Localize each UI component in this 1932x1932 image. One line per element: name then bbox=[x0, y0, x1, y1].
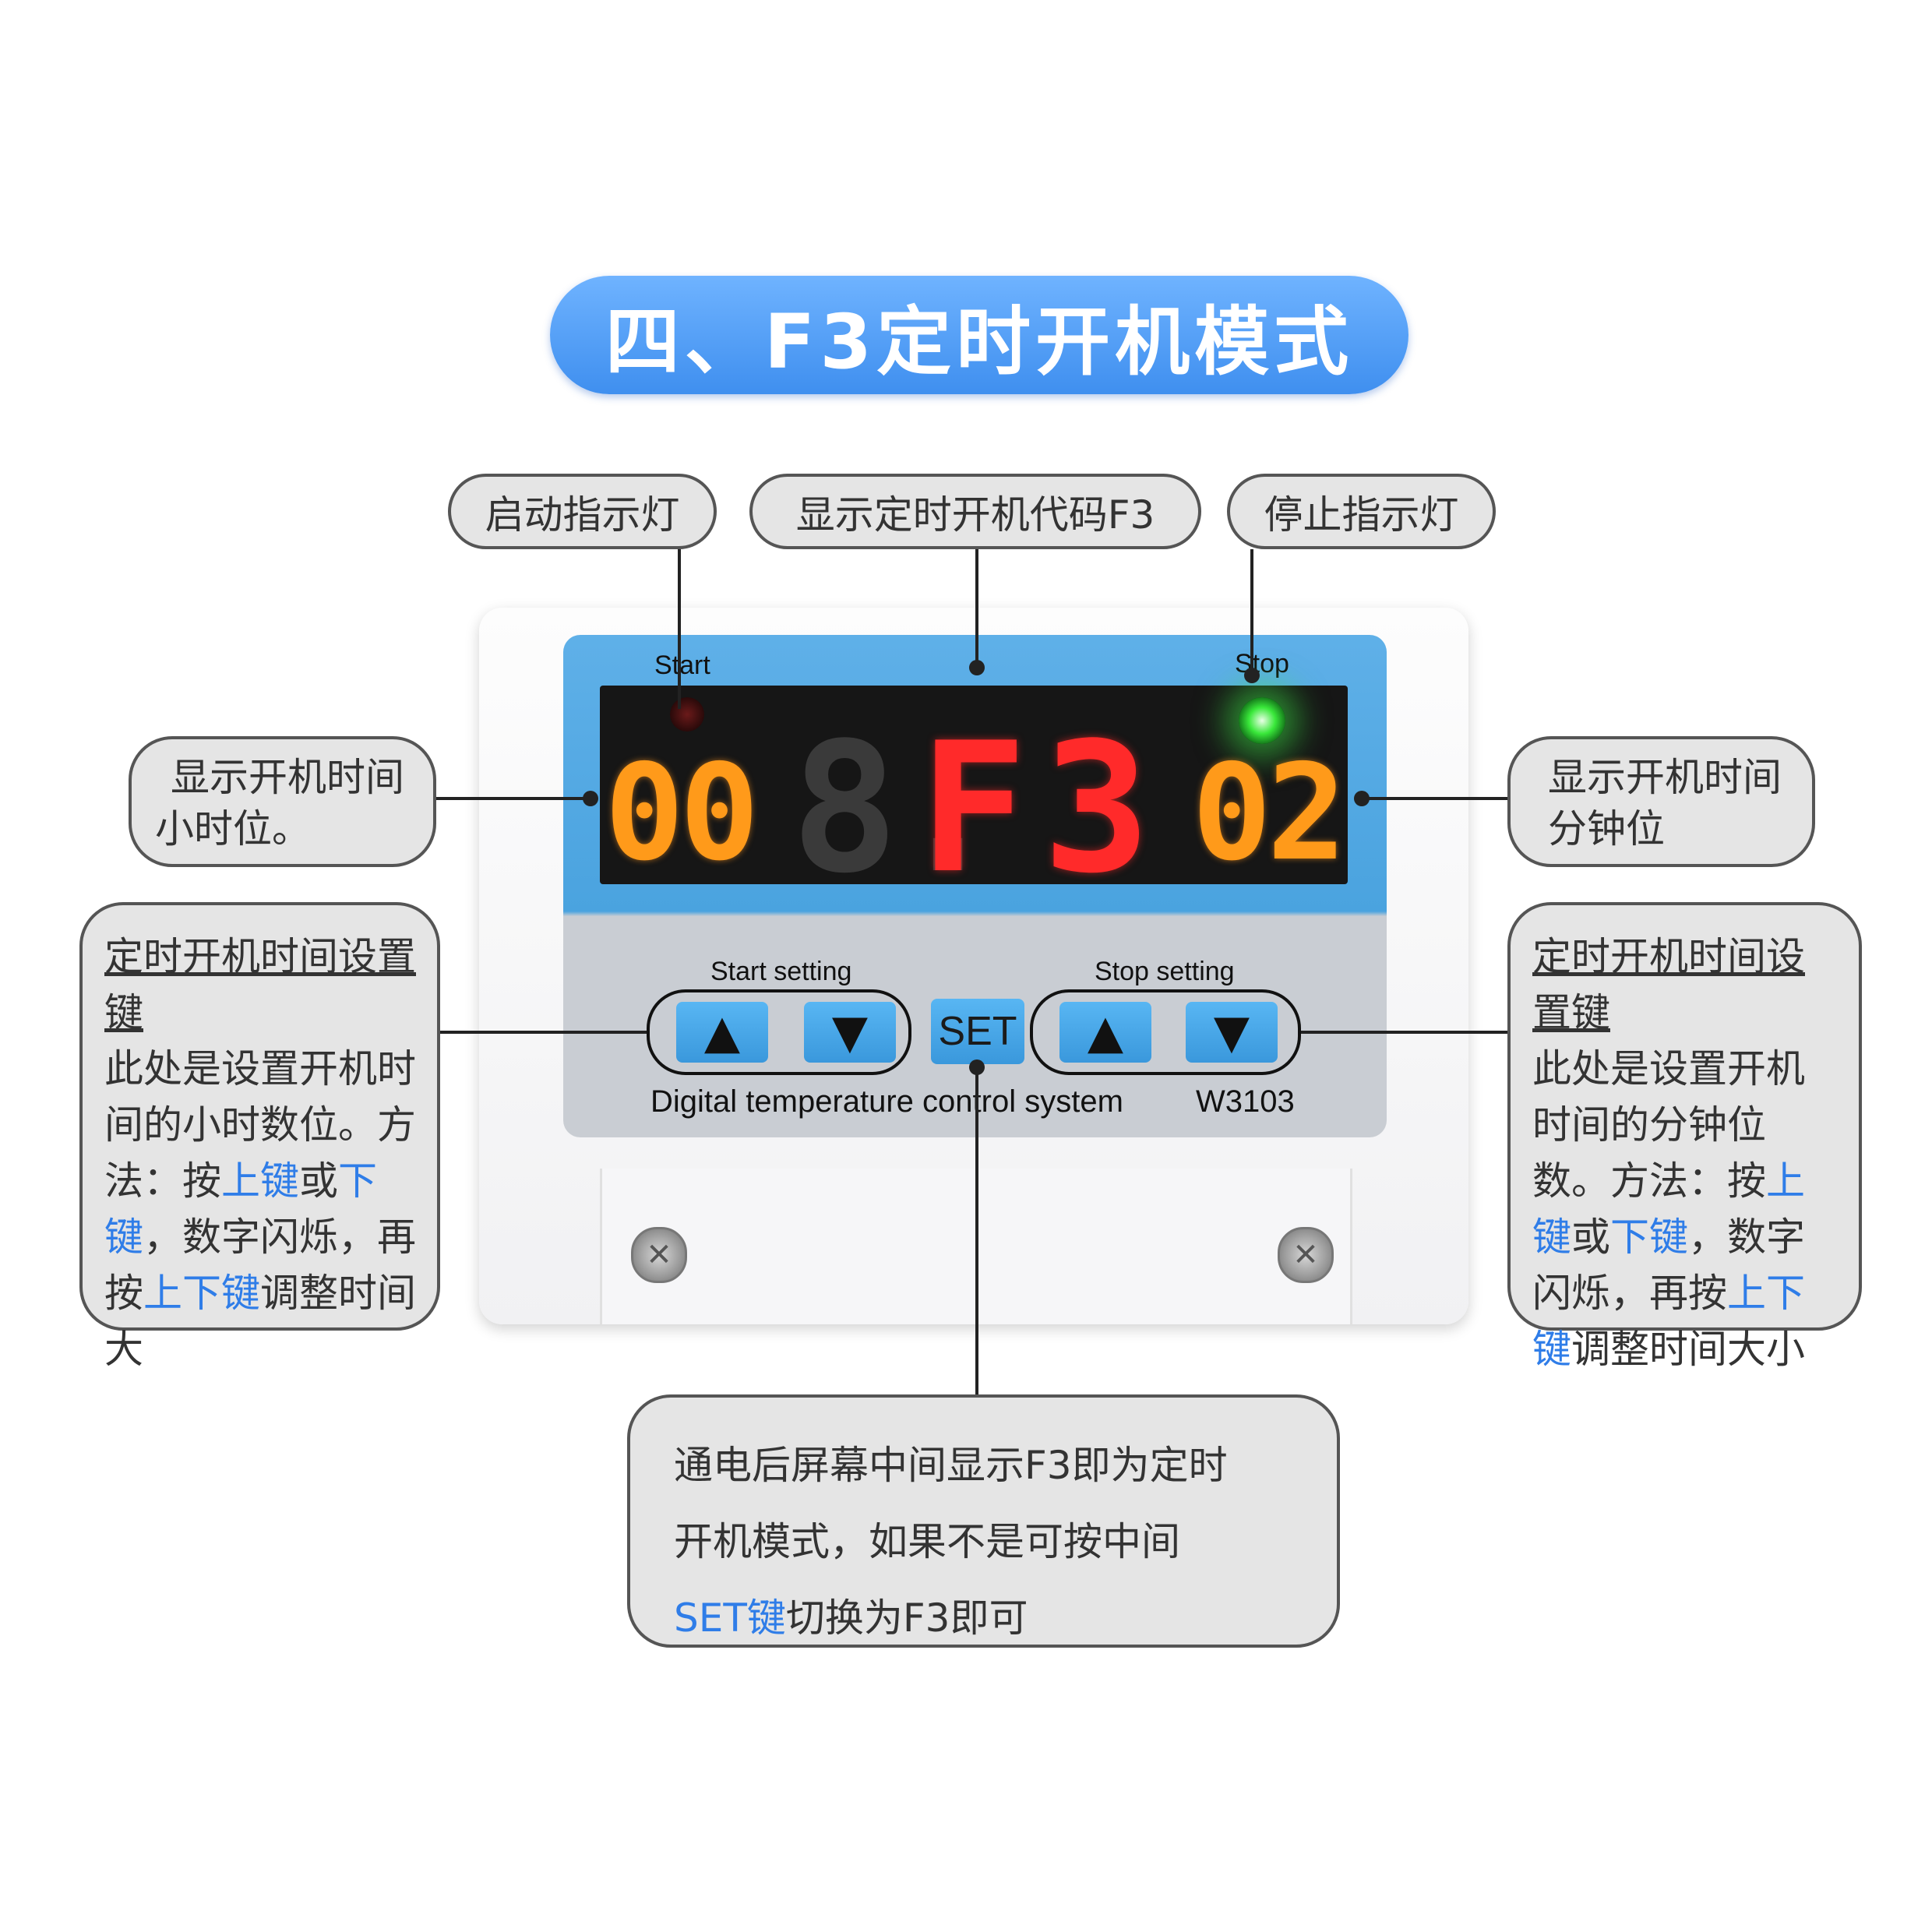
minute-digits: 02 bbox=[1192, 736, 1347, 890]
stop-setting-label: Stop setting bbox=[1095, 957, 1235, 986]
leader-line bbox=[1359, 797, 1507, 800]
stop-up-button[interactable]: ▲ bbox=[1059, 1002, 1151, 1063]
triangle-up-icon: ▲ bbox=[703, 1005, 741, 1059]
start-setting-button-group bbox=[647, 989, 911, 1075]
device-model: W3103 bbox=[1196, 1084, 1295, 1119]
stop-setting-button-group bbox=[1030, 989, 1301, 1075]
start-up-button[interactable]: ▲ bbox=[676, 1002, 768, 1063]
leader-line bbox=[440, 1031, 647, 1034]
minute-display-callout: 显示开机时间 分钟位 bbox=[1507, 736, 1815, 867]
leader-dot bbox=[969, 660, 985, 675]
start-indicator-led bbox=[670, 697, 704, 732]
leader-line bbox=[678, 549, 681, 709]
start-down-button[interactable]: ▼ bbox=[804, 1002, 896, 1063]
start-indicator-callout: 启动指示灯 bbox=[448, 474, 717, 549]
stop-label: Stop bbox=[1235, 649, 1289, 679]
led-display bbox=[600, 686, 1348, 884]
device-footer-text: Digital temperature control system bbox=[650, 1084, 1123, 1119]
stop-indicator-callout: 停止指示灯 bbox=[1227, 474, 1496, 549]
screw-icon: ✕ bbox=[1278, 1227, 1334, 1283]
right-setting-callout: 定时开机时间设置键 此处是设置开机时间的分钟位数。方法：按上键或下键，数字闪烁，… bbox=[1507, 902, 1862, 1372]
leader-dot bbox=[1354, 791, 1370, 806]
triangle-up-icon: ▲ bbox=[1087, 1005, 1124, 1059]
leader-line bbox=[975, 549, 978, 666]
leader-line bbox=[436, 797, 592, 800]
unlit-digit: 8. bbox=[791, 705, 1002, 913]
set-button[interactable]: SET bbox=[931, 999, 1024, 1064]
left-setting-callout: 定时开机时间设置键 此处是设置开机时间的小时数位。方法：按上键或下键，数字闪烁，… bbox=[79, 902, 440, 1372]
leader-dot bbox=[1244, 668, 1260, 683]
title-banner: 四、F3定时开机模式 bbox=[550, 276, 1408, 394]
stop-down-button[interactable]: ▼ bbox=[1186, 1002, 1278, 1063]
leader-line bbox=[1301, 1031, 1511, 1034]
code-display-callout: 显示定时开机代码F3 bbox=[749, 474, 1201, 549]
stop-indicator-led bbox=[1239, 697, 1285, 744]
bottom-note-callout: 通电后屏幕中间显示F3即为定时 开机模式，如果不是可按中间 SET键切换为F3即… bbox=[627, 1394, 1340, 1648]
mode-code-digits: F3 bbox=[919, 705, 1166, 913]
page-title: 四、F3定时开机模式 bbox=[605, 298, 1354, 386]
triangle-down-icon: ▼ bbox=[831, 1005, 869, 1059]
start-setting-label: Start setting bbox=[710, 957, 852, 986]
leader-dot bbox=[583, 791, 598, 806]
start-label: Start bbox=[654, 650, 710, 680]
hour-display-callout: 显示开机时间 小时位。 bbox=[129, 736, 436, 867]
triangle-down-icon: ▼ bbox=[1213, 1005, 1250, 1059]
hour-digits: 00 bbox=[605, 736, 760, 890]
leader-line bbox=[1250, 549, 1253, 674]
screw-icon: ✕ bbox=[631, 1227, 687, 1283]
leader-line bbox=[975, 1067, 978, 1394]
